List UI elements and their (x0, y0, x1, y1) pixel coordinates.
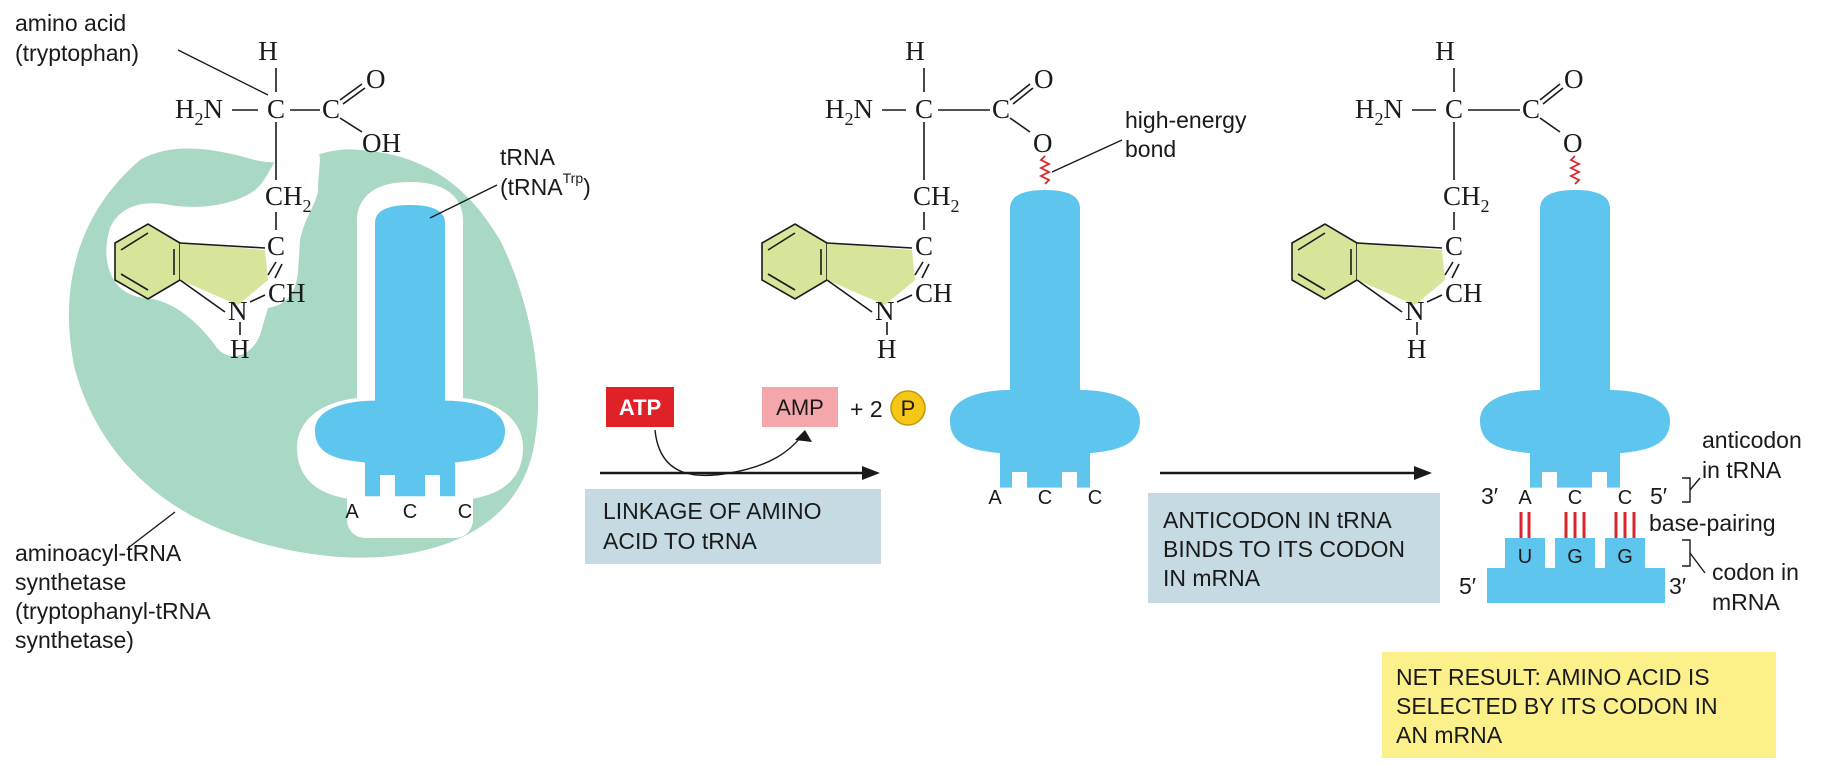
svg-text:P: P (901, 396, 916, 421)
svg-text:C: C (403, 501, 417, 523)
trna-3 (1480, 190, 1670, 488)
svg-text:N: N (1405, 296, 1425, 326)
svg-text:CH2: CH2 (265, 181, 312, 216)
svg-text:AMP: AMP (776, 395, 824, 420)
panel-charged-trna: A C C H H2N C C O O CH2 C (761, 36, 1247, 512)
trna-2 (950, 190, 1140, 488)
svg-text:+ 2: + 2 (850, 396, 883, 422)
label-synthetase-4: synthetase) (15, 627, 134, 653)
label-mrna: mRNA (1712, 589, 1780, 615)
step2-arrow: ANTICODON IN tRNA BINDS TO ITS CODON IN … (1148, 466, 1440, 603)
svg-text:ANTICODON IN tRNA: ANTICODON IN tRNA (1163, 507, 1392, 533)
svg-text:G: G (1617, 546, 1633, 568)
label-bond: bond (1125, 136, 1176, 162)
svg-text:H2N: H2N (175, 94, 223, 129)
svg-text:C: C (267, 94, 285, 124)
net-result-box: NET RESULT: AMINO ACID IS SELECTED BY IT… (1382, 652, 1776, 758)
svg-text:C: C (1522, 94, 1540, 124)
svg-text:NET RESULT: AMINO ACID IS: NET RESULT: AMINO ACID IS (1396, 664, 1710, 690)
base-pairing-lines (1519, 512, 1636, 538)
step1-reaction: ATP AMP + 2 P LINKAGE OF AMINO ACID TO t… (585, 387, 926, 564)
svg-text:A: A (345, 501, 359, 523)
amp-badge (762, 387, 838, 427)
tryptophan-1: H H2N C C O OH CH2 C CH (114, 36, 401, 364)
svg-text:AN mRNA: AN mRNA (1396, 722, 1503, 748)
panel-codon-pairing: A C C U G G 3′ 5′ 5′ 3′ H (1291, 36, 1802, 615)
svg-text:H: H (1407, 334, 1427, 364)
svg-text:C: C (1088, 487, 1102, 509)
tryptophan-2: H H2N C C O O CH2 C CH (761, 36, 1054, 364)
label-synthetase-2: synthetase (15, 569, 126, 595)
svg-text:5′: 5′ (1650, 483, 1667, 509)
svg-text:O: O (1034, 64, 1054, 94)
svg-text:C: C (1445, 231, 1463, 261)
svg-text:O: O (1033, 128, 1053, 158)
svg-text:O: O (1564, 64, 1584, 94)
atp-badge (606, 387, 674, 427)
svg-text:N: N (228, 296, 248, 326)
svg-text:A: A (988, 487, 1002, 509)
svg-text:C: C (1568, 487, 1582, 509)
svg-text:3′: 3′ (1481, 483, 1498, 509)
svg-text:ACID TO tRNA: ACID TO tRNA (603, 528, 757, 554)
label-anticodon: anticodon (1702, 427, 1802, 453)
svg-text:H: H (258, 36, 278, 66)
svg-text:OH: OH (362, 128, 401, 158)
svg-text:IN mRNA: IN mRNA (1163, 565, 1261, 591)
step2-label-box (1148, 493, 1440, 603)
svg-text:LINKAGE OF AMINO: LINKAGE OF AMINO (603, 498, 822, 524)
svg-text:H2N: H2N (1355, 94, 1403, 129)
svg-text:CH2: CH2 (913, 181, 960, 216)
svg-text:G: G (1567, 546, 1583, 568)
panel-synthetase: A C C H H2N C C O OH CH2 C (15, 10, 591, 653)
label-trna: tRNA (500, 144, 556, 170)
svg-text:C: C (992, 94, 1010, 124)
label-codon-in: codon in (1712, 559, 1799, 585)
label-trna-trp: (tRNATrp) (500, 170, 591, 200)
svg-text:C: C (267, 231, 285, 261)
svg-text:O: O (1563, 128, 1583, 158)
svg-text:H: H (1435, 36, 1455, 66)
label-tryptophan: (tryptophan) (15, 40, 139, 66)
svg-text:H: H (230, 334, 250, 364)
svg-text:H2N: H2N (825, 94, 873, 129)
svg-text:C: C (1445, 94, 1463, 124)
svg-text:CH: CH (268, 278, 306, 308)
svg-text:C: C (1618, 487, 1632, 509)
svg-text:ATP: ATP (619, 395, 661, 420)
svg-text:H: H (905, 36, 925, 66)
svg-text:A: A (1518, 487, 1532, 509)
svg-text:O: O (366, 64, 386, 94)
svg-text:CH: CH (1445, 278, 1483, 308)
svg-text:H: H (877, 334, 897, 364)
svg-text:C: C (915, 94, 933, 124)
svg-text:C: C (915, 231, 933, 261)
svg-text:CH: CH (915, 278, 953, 308)
high-energy-bond-icon (1038, 155, 1052, 185)
svg-text:C: C (322, 94, 340, 124)
anticodon-1: A C C (345, 501, 472, 523)
svg-text:U: U (1518, 546, 1532, 568)
label-synthetase-3: (tryptophanyl-tRNA (15, 598, 211, 624)
svg-text:3′: 3′ (1669, 573, 1686, 599)
svg-text:BINDS TO ITS CODON: BINDS TO ITS CODON (1163, 536, 1405, 562)
label-high-energy: high-energy (1125, 107, 1247, 133)
svg-text:C: C (1038, 487, 1052, 509)
svg-text:5′: 5′ (1459, 573, 1476, 599)
mrna-strand: U G G (1487, 538, 1665, 603)
svg-text:C: C (458, 501, 472, 523)
phosphate-icon (890, 390, 926, 426)
label-synthetase-1: aminoacyl-tRNA (15, 540, 182, 566)
label-in-trna: in tRNA (1702, 457, 1782, 483)
svg-text:N: N (875, 296, 895, 326)
svg-text:CH2: CH2 (1443, 181, 1490, 216)
svg-text:SELECTED BY ITS CODON IN: SELECTED BY ITS CODON IN (1396, 693, 1718, 719)
tryptophan-3: H H2N C C O O CH2 C CH (1291, 36, 1584, 364)
step1-label-box (585, 489, 881, 564)
label-base-pairing: base-pairing (1649, 510, 1776, 536)
label-amino-acid: amino acid (15, 10, 126, 36)
